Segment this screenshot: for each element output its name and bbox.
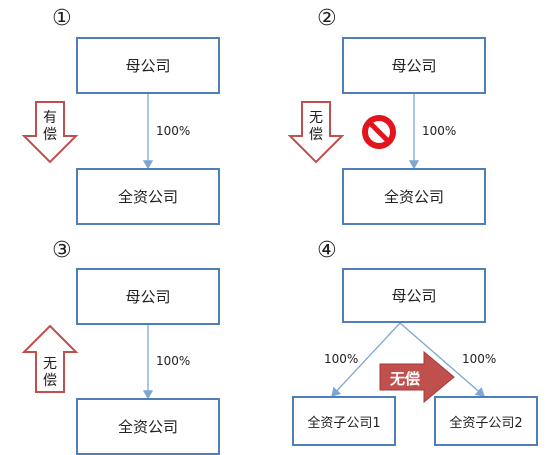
arrow-text-1: 有 偿 [42, 110, 58, 144]
arrow-text-4: 无偿 [390, 370, 421, 388]
child-box-1: 全资公司 [76, 168, 220, 225]
parent-box-3: 母公司 [76, 268, 220, 325]
down-arrow-icon-2 [287, 101, 345, 164]
child-box-2: 全资公司 [342, 168, 486, 225]
arrow-char-2b: 偿 [309, 127, 323, 143]
parent-box-1: 母公司 [76, 37, 220, 94]
arrow-char-2a: 无 [309, 110, 323, 126]
arrow-text-2: 无 偿 [308, 110, 324, 144]
panel-number-3: ③ [52, 238, 72, 263]
child-box-3: 全资公司 [76, 398, 220, 455]
arrow-char-1b: 偿 [43, 127, 57, 143]
parent-box-4: 母公司 [342, 268, 486, 323]
panel-number-1: ① [52, 6, 72, 31]
arrow-char-3a: 无 [43, 356, 57, 372]
percent-label-3: 100% [156, 354, 191, 368]
child-box-4a: 全资子公司1 [292, 396, 396, 446]
arrow-char-3b: 偿 [43, 373, 57, 389]
arrow-text-3: 无 偿 [42, 356, 58, 390]
percent-label-1: 100% [156, 124, 191, 138]
child-box-4b: 全资子公司2 [434, 396, 538, 446]
parent-box-2: 母公司 [342, 37, 486, 94]
connector-line-4a [331, 322, 401, 397]
connector-line-4b [399, 322, 485, 397]
panel-number-4: ④ [317, 238, 337, 263]
arrow-char-1a: 有 [43, 110, 57, 126]
right-arrow-icon-4 [379, 350, 455, 404]
diagram-graphics [21, 94, 485, 404]
percent-label-2: 100% [422, 124, 457, 138]
no-entry-icon [362, 115, 396, 149]
panel-number-2: ② [317, 6, 337, 31]
percent-label-4a: 100% [324, 352, 359, 366]
down-arrow-icon-1 [21, 101, 79, 164]
up-arrow-icon-3 [21, 324, 79, 393]
percent-label-4b: 100% [462, 352, 497, 366]
